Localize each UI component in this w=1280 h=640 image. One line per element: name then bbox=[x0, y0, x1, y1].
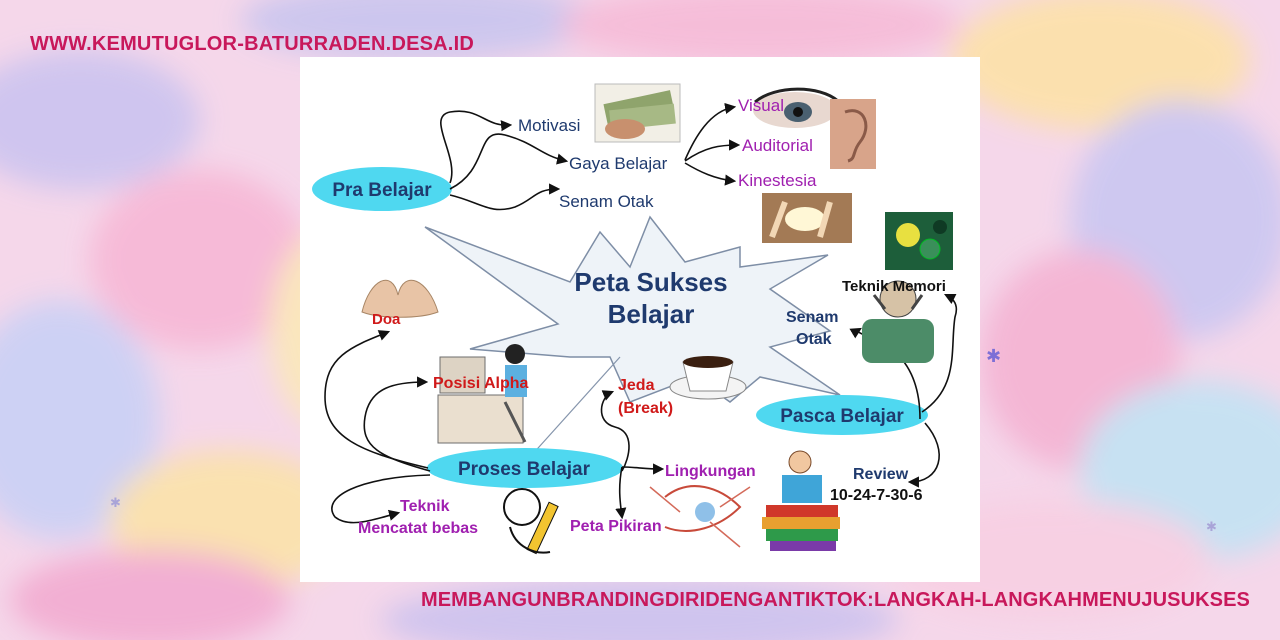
connector-line bbox=[907, 422, 940, 488]
pra-belajar-label: Pra Belajar bbox=[332, 180, 432, 201]
connector-line bbox=[449, 183, 561, 211]
connector-line bbox=[615, 466, 627, 520]
thinking-man-image bbox=[862, 280, 934, 363]
ear-image bbox=[830, 99, 876, 169]
mencatat-bebas-label: Mencatat bebas bbox=[358, 520, 478, 537]
gaya-belajar-label: Gaya Belajar bbox=[569, 154, 668, 173]
motivasi-label: Motivasi bbox=[518, 116, 580, 135]
auditorial-label: Auditorial bbox=[742, 136, 813, 155]
teknik-label: Teknik bbox=[400, 498, 450, 515]
hands-light-image bbox=[762, 193, 852, 243]
senam-label: Senam bbox=[786, 309, 838, 326]
pasca-belajar-ellipse bbox=[756, 395, 928, 435]
otak-label: Otak bbox=[796, 331, 832, 348]
pra-belajar-ellipse bbox=[312, 167, 452, 211]
proses-belajar-label: Proses Belajar bbox=[458, 459, 591, 480]
sparkle-icon: ✱ bbox=[110, 496, 121, 511]
mind-map-diagram: Peta Sukses Belajar Pra Belajar Motivasi… bbox=[312, 83, 958, 555]
connector-line bbox=[684, 162, 737, 186]
connector-line bbox=[449, 133, 569, 190]
connector-line bbox=[921, 293, 958, 413]
connector-line bbox=[621, 463, 665, 475]
review-label: Review bbox=[853, 466, 909, 483]
review-numbers-label: 10-24-7-30-6 bbox=[830, 487, 923, 504]
connector-line bbox=[600, 390, 630, 472]
mind-map-panel: Peta Sukses Belajar Pra Belajar Motivasi… bbox=[300, 57, 980, 582]
eye-image bbox=[753, 87, 839, 128]
peta-pikiran-label: Peta Pikiran bbox=[570, 518, 662, 535]
connector-line bbox=[324, 330, 429, 469]
jeda-label: Jeda bbox=[618, 377, 655, 394]
praying-hands-image bbox=[361, 279, 439, 318]
sparkle-icon: ✱ bbox=[986, 346, 1002, 367]
senam-otak-label: Senam Otak bbox=[559, 192, 654, 211]
connector-line bbox=[331, 474, 431, 524]
money-image bbox=[594, 83, 681, 143]
center-title-line2: Belajar bbox=[608, 299, 695, 329]
break-label: (Break) bbox=[618, 400, 673, 417]
center-title-line1: Peta Sukses bbox=[574, 267, 727, 297]
coffee-cup-image bbox=[669, 356, 747, 400]
lingkungan-label: Lingkungan bbox=[665, 463, 756, 480]
ray-line bbox=[529, 356, 621, 458]
connector-line bbox=[440, 110, 513, 184]
doa-label: Doa bbox=[372, 311, 401, 328]
neuron-mindmap-image bbox=[649, 485, 751, 548]
connector-line bbox=[684, 139, 741, 162]
connector-line bbox=[363, 376, 431, 472]
pencil-cartoon-image bbox=[503, 488, 559, 555]
books-reading-image bbox=[762, 450, 840, 551]
site-url[interactable]: WWW.KEMUTUGLOR-BATURRADEN.DESA.ID bbox=[30, 33, 474, 55]
sparkle-icon: ✱ bbox=[1206, 520, 1217, 535]
footer-title: MEMBANGUNBRANDINGDIRIDENGANTIKTOK:LANGKA… bbox=[420, 589, 1250, 611]
brain-gears-image bbox=[885, 212, 953, 270]
pasca-belajar-label: Pasca Belajar bbox=[780, 406, 904, 427]
posisi-alpha-label: Posisi Alpha bbox=[433, 375, 529, 392]
connector-line bbox=[684, 102, 737, 161]
kinestesia-label: Kinestesia bbox=[738, 171, 817, 190]
teknik-memori-label: Teknik Memori bbox=[842, 278, 946, 295]
proses-belajar-ellipse bbox=[427, 448, 623, 488]
visual-label: Visual bbox=[738, 96, 784, 115]
computer-desk-image bbox=[437, 344, 527, 444]
